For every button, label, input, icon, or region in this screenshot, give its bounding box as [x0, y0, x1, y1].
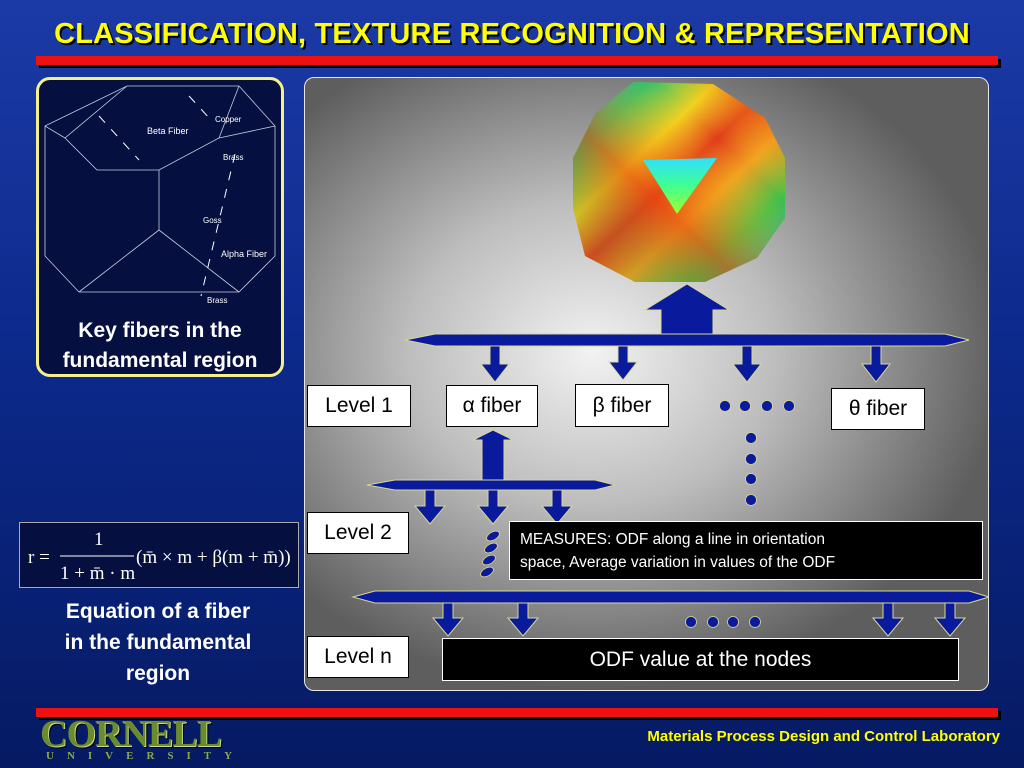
slide-title: CLASSIFICATION, TEXTURE RECOGNITION & RE… [54, 18, 970, 50]
alpha-fiber-label: Alpha Fiber [221, 249, 267, 259]
leveln-connector [351, 590, 988, 637]
equation-numerator: 1 [94, 529, 104, 550]
brass-bottom-label: Brass [207, 296, 227, 305]
hierarchy-panel: Level 1 Level 2 Level n α fiber β fiber … [304, 77, 989, 691]
level2-connector [366, 429, 616, 525]
top-divider [36, 56, 998, 65]
beta-fiber-box: β fiber [575, 384, 669, 427]
beta-fiber-label: Beta Fiber [147, 126, 189, 136]
leveln-label: Level n [307, 636, 409, 678]
measures-box: MEASURES: ODF along a line in orientatio… [509, 521, 983, 580]
odf-nodes-box: ODF value at the nodes [442, 638, 959, 681]
level2-label: Level 2 [307, 512, 409, 554]
lab-name: Materials Process Design and Control Lab… [647, 728, 1000, 745]
fiber-caption: Key fibers in the fundamental region [39, 316, 281, 374]
brass-top-label: Brass [223, 153, 243, 162]
copper-label: Copper [215, 115, 242, 124]
measures-line2: space, Average variation in values of th… [520, 554, 836, 571]
equation-caption-line3: region [125, 662, 191, 685]
top-connector [404, 283, 970, 347]
odf-polygon-visual [573, 82, 785, 282]
equation-box: r = 1 1 + m̄ · m (m̄ × m + β(m + m̄)) [19, 522, 299, 588]
measures-line1: MEASURES: ODF along a line in orientatio… [520, 531, 825, 548]
level1-arrows [479, 345, 892, 383]
fiber-equation: r = 1 1 + m̄ · m (m̄ × m + β(m + m̄)) [28, 529, 291, 584]
fiber-panel: Copper Beta Fiber Brass Goss Alpha Fiber… [36, 77, 284, 377]
cornell-logo: CORNELL [40, 713, 222, 755]
goss-label: Goss [203, 216, 222, 225]
equation-caption-line1: Equation of a fiber [65, 600, 251, 623]
alpha-fiber-box: α fiber [446, 385, 538, 427]
equation-caption: Equation of a fiber in the fundamental r… [24, 596, 292, 689]
cornell-logo-subtitle: UNIVERSITY [46, 750, 246, 762]
theta-fiber-box: θ fiber [831, 388, 925, 430]
level1-label: Level 1 [307, 385, 411, 427]
fundamental-region-diagram: Copper Beta Fiber Brass Goss Alpha Fiber… [44, 85, 276, 305]
fiber-caption-line2: fundamental region [62, 349, 258, 372]
bottom-divider [36, 708, 998, 717]
equation-lhs: r = [28, 547, 50, 568]
hierarchy-graphics [351, 82, 988, 637]
equation-rhs: (m̄ × m + β(m + m̄)) [136, 547, 291, 568]
chain-glyph [480, 530, 500, 578]
equation-caption-line2: in the fundamental [64, 631, 252, 654]
equation-denominator: 1 + m̄ · m [60, 563, 135, 584]
ellipsis-dots [685, 400, 795, 628]
fiber-caption-line1: Key fibers in the [78, 319, 242, 342]
